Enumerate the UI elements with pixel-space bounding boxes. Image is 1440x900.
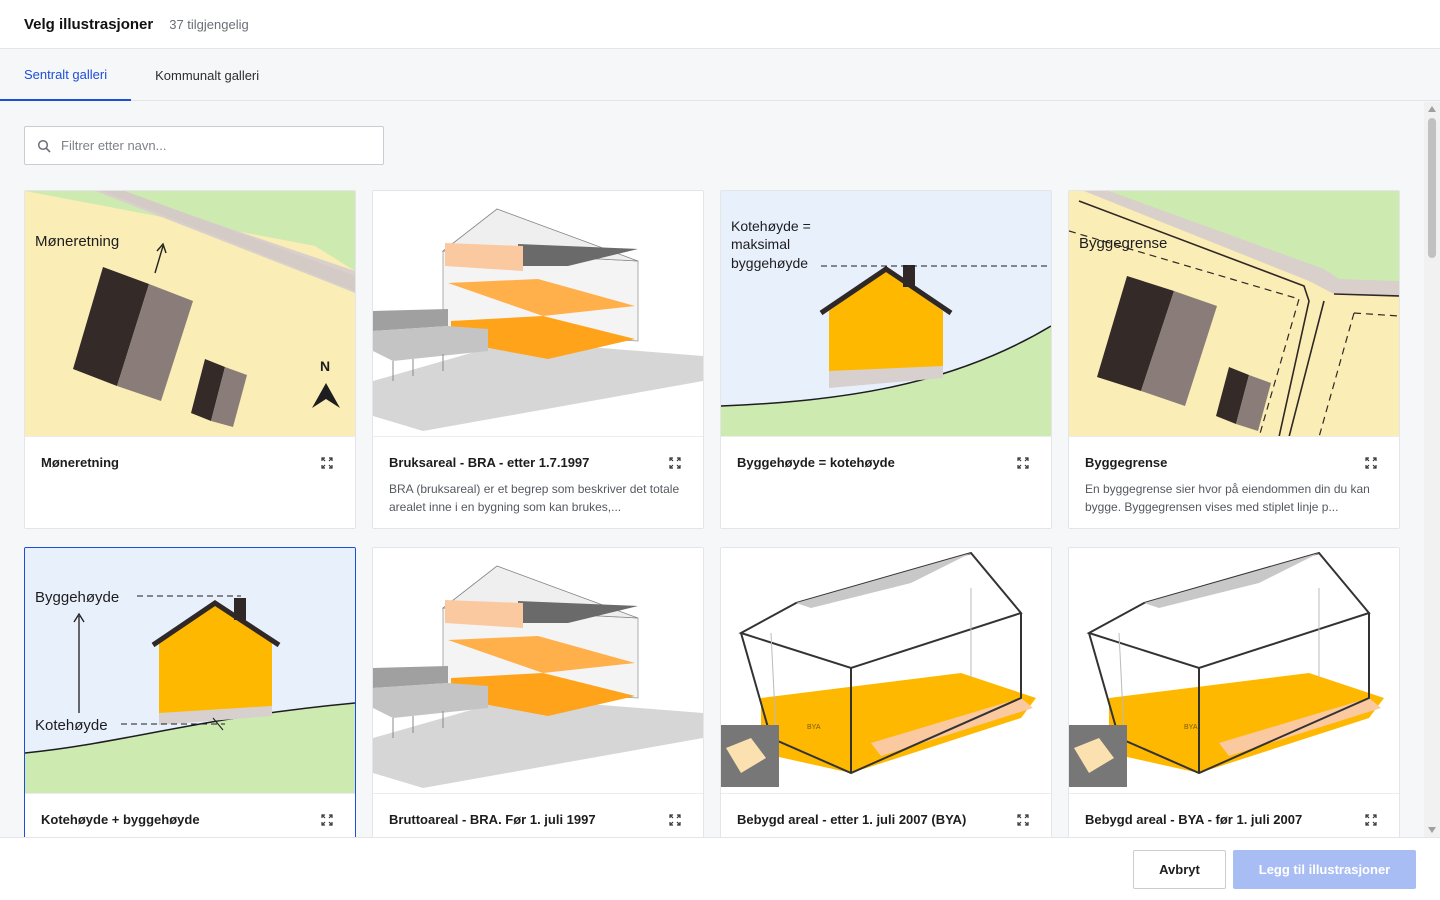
image-label-byggegrense: Byggegrense <box>1079 235 1167 252</box>
available-count: 37 tilgjengelig <box>169 16 249 32</box>
card-image <box>373 191 703 437</box>
card-title: Bruksareal - BRA - etter 1.7.1997 <box>389 455 590 470</box>
card-description: BRA (bruksareal) er et begrep som beskri… <box>389 482 680 514</box>
illustration-card-bebygd-areal-etter-2007[interactable]: BYA Bebygd areal - etter 1. juli 2007 (B… <box>720 547 1052 837</box>
card-image: Byggehøyde Kotehøyde <box>25 548 355 794</box>
card-description <box>737 480 1035 516</box>
illustration-card-bruksareal[interactable]: Bruksareal - BRA - etter 1.7.1997 BRA (b… <box>372 190 704 529</box>
search-icon <box>37 139 51 153</box>
card-title: Bebygd areal - etter 1. juli 2007 (BYA) <box>737 812 967 827</box>
card-description: En byggegrense sier hvor på eiendommen d… <box>1085 482 1370 514</box>
tab-central-gallery[interactable]: Sentralt galleri <box>0 49 132 101</box>
scroll-down-icon[interactable] <box>1428 827 1436 833</box>
expand-icon[interactable] <box>1017 814 1029 826</box>
card-title: Bebygd areal - BYA - før 1. juli 2007 <box>1085 812 1303 827</box>
card-description <box>41 480 339 516</box>
image-label-line2: maksimal <box>731 236 790 252</box>
expand-icon[interactable] <box>669 457 681 469</box>
image-label-kotehoyde: Kotehøyde <box>35 717 108 734</box>
scrollbar-thumb[interactable] <box>1428 118 1436 258</box>
tab-municipal-gallery[interactable]: Kommunalt galleri <box>155 67 260 83</box>
dialog-header: Velg illustrasjoner 37 tilgjengelig <box>0 0 1440 49</box>
expand-icon[interactable] <box>1365 457 1377 469</box>
card-title: Byggehøyde = kotehøyde <box>737 455 895 470</box>
image-label-bya: BYA <box>807 724 821 731</box>
expand-icon[interactable] <box>321 457 333 469</box>
illustration-card-moneretning[interactable]: Møneretning N Møneretning <box>24 190 356 529</box>
search-box[interactable] <box>24 126 384 165</box>
cancel-button[interactable]: Avbryt <box>1133 850 1226 889</box>
card-title: Kotehøyde + byggehøyde <box>41 812 200 827</box>
image-label-moneretning: Møneretning <box>35 233 119 250</box>
expand-icon[interactable] <box>1365 814 1377 826</box>
expand-icon[interactable] <box>669 814 681 826</box>
image-label-byggehoyde: Byggehøyde <box>35 589 119 606</box>
image-label-line3: byggehøyde <box>731 255 808 271</box>
card-title: Bruttoareal - BRA. Før 1. juli 1997 <box>389 812 596 827</box>
card-title: Møneretning <box>41 455 119 470</box>
illustration-card-kotehoyde-byggehoyde[interactable]: Byggehøyde Kotehøyde Kotehøyde + byggehø… <box>24 547 356 837</box>
scroll-up-icon[interactable] <box>1428 106 1436 112</box>
dialog-title: Velg illustrasjoner <box>24 15 154 33</box>
card-title: Byggegrense <box>1085 455 1168 470</box>
add-illustrations-button[interactable]: Legg til illustrasjoner <box>1233 850 1416 889</box>
illustration-card-byggegrense[interactable]: Byggegrense Byggegrense En byggegrense s… <box>1068 190 1400 529</box>
card-image: BYA <box>721 548 1051 794</box>
expand-icon[interactable] <box>1017 457 1029 469</box>
card-image: Møneretning N <box>25 191 355 437</box>
north-arrow-icon <box>312 383 340 408</box>
card-image <box>373 548 703 794</box>
gallery-tabs: Sentralt galleri Kommunalt galleri <box>0 49 1440 101</box>
image-label-north: N <box>320 358 330 374</box>
illustration-card-bebygd-areal-for-2007[interactable]: BYA Bebygd areal - BYA - før 1. juli 200… <box>1068 547 1400 837</box>
image-label-line1: Kotehøyde = <box>731 218 811 234</box>
illustration-card-bruttoareal[interactable]: Bruttoareal - BRA. Før 1. juli 1997 <box>372 547 704 837</box>
expand-icon[interactable] <box>321 814 333 826</box>
card-image: Kotehøyde = maksimal byggehøyde <box>721 191 1051 437</box>
card-image: BYA <box>1069 548 1399 794</box>
search-input[interactable] <box>61 138 361 153</box>
card-image: Byggegrense <box>1069 191 1399 437</box>
gallery-content: Møneretning N Møneretning <box>0 102 1424 837</box>
vertical-scrollbar[interactable] <box>1424 102 1440 837</box>
illustration-card-byggehoyde-kotehoyde[interactable]: Kotehøyde = maksimal byggehøyde Byggehøy… <box>720 190 1052 529</box>
dialog-footer: Avbryt Legg til illustrasjoner <box>0 837 1440 900</box>
image-label-bya: BYA <box>1184 724 1198 731</box>
